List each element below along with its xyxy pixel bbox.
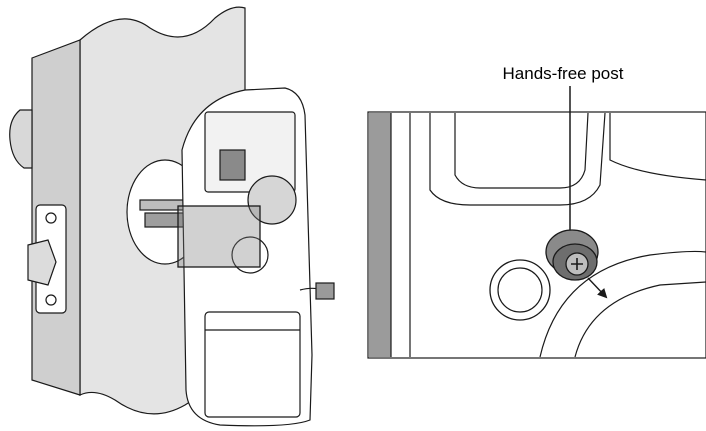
detail-housing-contour xyxy=(429,112,606,206)
detail-thumbturn-arc-inner xyxy=(574,281,706,358)
detail-view xyxy=(367,86,706,359)
battery-pack xyxy=(204,311,301,418)
callout-label: Hands-free post xyxy=(502,64,624,83)
torque-hub xyxy=(231,236,269,274)
wire-connector xyxy=(315,282,335,300)
interior-assembly xyxy=(181,87,335,427)
detail-panel-strip xyxy=(369,113,391,357)
detail-hub-inner xyxy=(497,267,543,313)
hands-free-post xyxy=(545,229,599,281)
module-connector xyxy=(219,149,246,181)
faceplate-screw-bottom xyxy=(45,294,57,306)
door-illustration xyxy=(9,6,246,415)
faceplate-screw-top xyxy=(45,212,57,224)
detail-highlight-box xyxy=(177,205,261,268)
detail-frame xyxy=(367,111,706,359)
exterior-cylinder xyxy=(9,109,33,169)
arrow-icon xyxy=(587,277,608,299)
detail-thumbturn-arc xyxy=(539,250,706,358)
detail-housing-inner xyxy=(454,112,589,189)
latch-bolt xyxy=(27,239,57,286)
detail-lock-flange xyxy=(609,113,706,181)
screw-icon xyxy=(565,252,589,276)
